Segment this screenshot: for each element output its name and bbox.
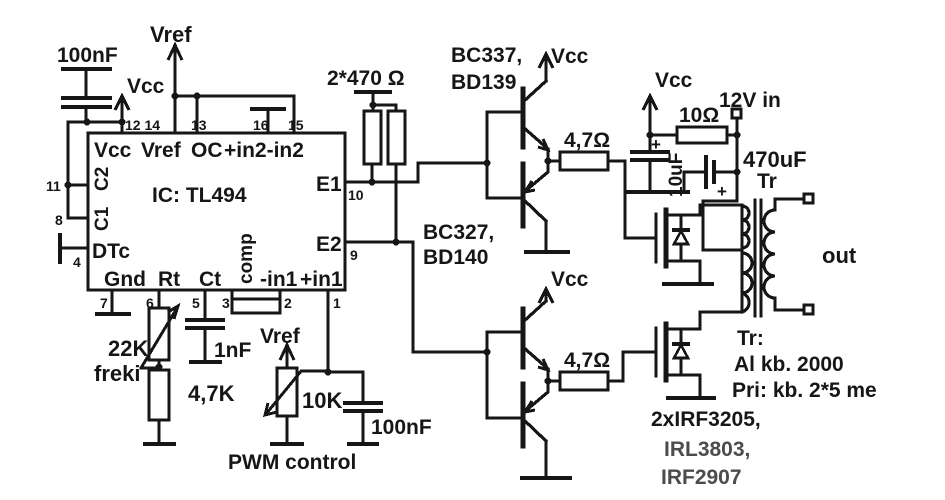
label-tr: Tr bbox=[757, 170, 777, 193]
pin-11: 11 bbox=[46, 178, 61, 194]
mosfet-1 bbox=[654, 203, 744, 287]
label-100nf-bottom: 100nF bbox=[371, 416, 432, 439]
label-pwm-control: PWM control bbox=[228, 451, 356, 474]
transformer: Tr out bbox=[740, 170, 857, 318]
pin-13: 13 bbox=[191, 117, 207, 133]
driver-stage-2: Vcc bbox=[483, 268, 589, 481]
label-4k7: 4,7K bbox=[188, 381, 235, 406]
transformer-notes: Tr: Al kb. 2000 Pri: kb. 2*5 me bbox=[732, 327, 877, 402]
vref-rail-top: Vref bbox=[150, 22, 296, 135]
driver-stage-1: Vcc BC337, BD139 BC327, BD140 bbox=[423, 44, 589, 269]
label-10k: 10K bbox=[302, 388, 342, 413]
label-freki: freki bbox=[94, 361, 140, 386]
pin-7: 7 bbox=[100, 295, 108, 311]
label-100nf-top: 100nF bbox=[57, 44, 118, 67]
resistors-2x470-pullup: 2*470 Ω bbox=[327, 67, 407, 246]
label-10ohm: 10Ω bbox=[679, 104, 719, 127]
label-vcc-driver1: Vcc bbox=[551, 45, 589, 68]
pin-9: 9 bbox=[350, 247, 358, 263]
label-vcc-top-left: Vcc bbox=[127, 75, 165, 98]
ic-pin-oc: OC bbox=[191, 139, 223, 162]
label-plus-10uf: + bbox=[651, 135, 661, 154]
resistor-4k7: 4,7K bbox=[142, 368, 235, 447]
ic-pin-comp: comp bbox=[236, 233, 257, 284]
capacitor-100nf-decoupling: 100nF bbox=[57, 44, 124, 220]
ic-pin-in1-pos: +in1 bbox=[300, 268, 343, 291]
ic-name: IC: TL494 bbox=[152, 184, 247, 207]
label-vcc-right: Vcc bbox=[655, 69, 693, 92]
label-irf3205: 2xIRF3205, bbox=[651, 408, 761, 431]
label-10uf: 10uF bbox=[666, 153, 687, 197]
note-pri: Pri: kb. 2*5 me bbox=[732, 379, 877, 402]
out-terminal-top bbox=[802, 192, 815, 205]
ic-pin-in2: +in2-in2 bbox=[224, 139, 304, 162]
label-4r7-2: 4,7Ω bbox=[564, 349, 610, 372]
label-bd140: BD140 bbox=[423, 246, 488, 269]
label-irl3803: IRL3803, bbox=[664, 438, 750, 461]
pin-4: 4 bbox=[73, 254, 81, 270]
pin-1: 1 bbox=[333, 295, 341, 311]
pin-10: 10 bbox=[348, 187, 364, 203]
capacitor-1nf-timing: 1nF bbox=[184, 288, 252, 365]
label-bc327: BC327, bbox=[423, 221, 494, 244]
potentiometer-22k-freq: 22K freki bbox=[94, 288, 181, 386]
note-tr: Tr: bbox=[737, 327, 764, 350]
label-vref-top: Vref bbox=[150, 22, 192, 47]
label-12v-in: 12V in bbox=[719, 89, 781, 112]
ic-pin-e1: E1 bbox=[316, 173, 342, 196]
label-2x470: 2*470 Ω bbox=[327, 67, 405, 90]
pin-8: 8 bbox=[55, 212, 63, 228]
resistor-4r7-gate2: 4,7Ω bbox=[546, 349, 658, 392]
dtc-ground bbox=[57, 232, 90, 265]
label-irf2907: IRF2907 bbox=[661, 466, 742, 489]
ic-pin-vcc: Vcc bbox=[94, 139, 132, 162]
gnd-pin7 bbox=[94, 288, 132, 317]
pin-16: 16 bbox=[253, 117, 269, 133]
ic-pin-dtc: DTc bbox=[92, 240, 130, 263]
supply-filter: Vcc 10Ω + 10uF + 470uF 12V in bbox=[625, 69, 807, 252]
pin-15: 15 bbox=[288, 117, 304, 133]
pwm-control-network: Vref 10K PWM control 100nF bbox=[228, 288, 432, 474]
pin-2: 2 bbox=[284, 295, 292, 311]
ic-pin-rt: Rt bbox=[158, 268, 180, 291]
label-1nf: 1nF bbox=[214, 339, 252, 362]
comp-feedback-jumper bbox=[230, 288, 282, 315]
ic-pin-c2: C2 bbox=[92, 167, 113, 191]
ic-pin-in1-neg: -in1 bbox=[260, 268, 298, 291]
ic-pin-ct: Ct bbox=[199, 268, 221, 291]
label-vcc-driver2: Vcc bbox=[551, 268, 589, 291]
ic-pin-vref: Vref bbox=[141, 139, 182, 162]
pin-12-14: 12 14 bbox=[125, 117, 160, 133]
pin-5: 5 bbox=[192, 295, 200, 311]
label-22k: 22K bbox=[108, 336, 148, 361]
label-470uf: 470uF bbox=[743, 147, 807, 172]
ic-pin-c1: C1 bbox=[92, 206, 113, 231]
mosfet-2 bbox=[654, 310, 744, 401]
e1-e2-wiring bbox=[343, 161, 489, 354]
vcc-arrow-top-left: Vcc bbox=[113, 75, 165, 135]
label-vref-bottom: Vref bbox=[260, 325, 301, 348]
pin-3: 3 bbox=[222, 295, 230, 311]
label-out: out bbox=[822, 243, 857, 268]
label-bd139: BD139 bbox=[451, 71, 516, 94]
pin-6: 6 bbox=[146, 295, 154, 311]
label-plus-470uf: + bbox=[717, 182, 727, 201]
out-terminal-bottom bbox=[802, 303, 815, 316]
ic-pin-gnd: Gnd bbox=[104, 268, 146, 291]
label-4r7-1: 4,7Ω bbox=[564, 129, 610, 152]
note-al: Al kb. 2000 bbox=[734, 353, 844, 376]
ic-tl494: 12 14 13 16 15 Vcc Vref OC +in2-in2 11 8… bbox=[46, 117, 364, 311]
resistor-4r7-gate1: 4,7Ω bbox=[546, 129, 658, 240]
ic-pin-e2: E2 bbox=[316, 233, 342, 256]
label-bc337: BC337, bbox=[451, 44, 522, 67]
mosfet-part-numbers: 2xIRF3205, IRL3803, IRF2907 bbox=[651, 408, 761, 489]
